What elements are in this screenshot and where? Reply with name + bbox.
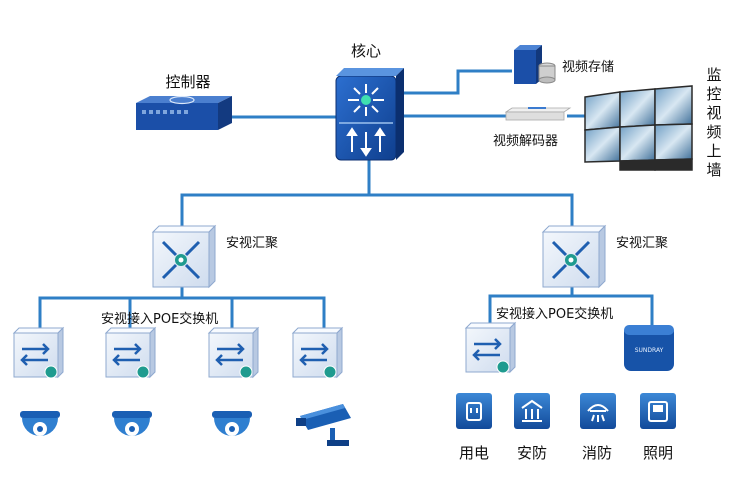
link-access-bus-left (38, 296, 326, 330)
switch-arrows-icon (215, 343, 245, 366)
svg-text:监: 监 (706, 66, 721, 84)
link-trunk-aggregation (180, 193, 574, 230)
svg-text:上: 上 (706, 142, 721, 160)
gateway-device[interactable]: SUNDRAY (624, 325, 674, 371)
smoke-detector-icon (587, 404, 609, 422)
dome-camera-icon[interactable] (112, 411, 152, 436)
terminal-label-fire: 消防 (582, 444, 612, 462)
updown-arrows-icon (346, 127, 386, 157)
aggregation-arrows-icon (551, 240, 591, 280)
aggregation-switch-left[interactable] (151, 224, 217, 289)
power-terminal-tile[interactable] (456, 393, 492, 429)
link-access-bus-right (488, 294, 654, 325)
dome-camera-icon[interactable] (20, 411, 60, 436)
decoder-device[interactable] (504, 107, 572, 121)
access-right-label: 安视接入POE交换机 (496, 306, 613, 322)
access-left-label: 安视接入POE交换机 (101, 311, 218, 327)
access-switch-left-3[interactable] (207, 326, 260, 379)
access-switch-left-2[interactable] (104, 326, 157, 379)
controller-device[interactable] (136, 95, 232, 130)
links (38, 69, 654, 330)
lighting-terminal-tile[interactable] (640, 393, 676, 429)
videowall-label: 监 控 视 频 上 墙 (706, 66, 721, 179)
database-icon (538, 62, 556, 84)
video-wall[interactable] (584, 85, 693, 171)
terminal-label-security: 安防 (517, 444, 547, 462)
link-core-storage (398, 69, 512, 95)
access-switch-left-4[interactable] (291, 326, 344, 379)
aggregation-right-label: 安视汇聚 (616, 236, 668, 251)
bullet-camera-icon[interactable] (296, 404, 351, 446)
storage-server[interactable] (514, 45, 556, 84)
fire-terminal-tile[interactable] (580, 393, 616, 429)
switch-arrows-icon (112, 343, 142, 366)
storage-label: 视频存储 (562, 60, 614, 75)
security-terminal-tile[interactable] (514, 393, 550, 429)
decoder-label: 视频解码器 (493, 134, 558, 149)
dome-camera-icon[interactable] (212, 411, 252, 436)
switch-arrows-icon (299, 343, 329, 366)
router-arrows-icon (348, 84, 384, 116)
svg-text:控: 控 (706, 85, 721, 103)
terminal-label-lighting: 照明 (643, 444, 673, 462)
switch-arrows-icon (472, 338, 502, 361)
svg-text:墙: 墙 (706, 161, 721, 179)
core-switch[interactable] (335, 68, 404, 161)
light-switch-icon (648, 401, 668, 422)
switch-arrows-icon (20, 343, 50, 366)
aggregation-left-label: 安视汇聚 (226, 236, 278, 251)
controller-label: 控制器 (165, 73, 210, 91)
access-switch-left-1[interactable] (12, 326, 65, 379)
aggregation-arrows-icon (161, 240, 201, 280)
svg-text:视: 视 (706, 104, 721, 122)
access-switch-right[interactable] (464, 321, 517, 374)
terminal-label-power: 用电 (459, 444, 489, 462)
bank-building-icon (521, 399, 543, 422)
power-plug-icon (466, 402, 482, 421)
gateway-brand-logo: SUNDRAY (635, 347, 664, 354)
core-label: 核心 (351, 42, 381, 60)
aggregation-switch-right[interactable] (541, 224, 607, 289)
svg-text:频: 频 (706, 123, 721, 141)
